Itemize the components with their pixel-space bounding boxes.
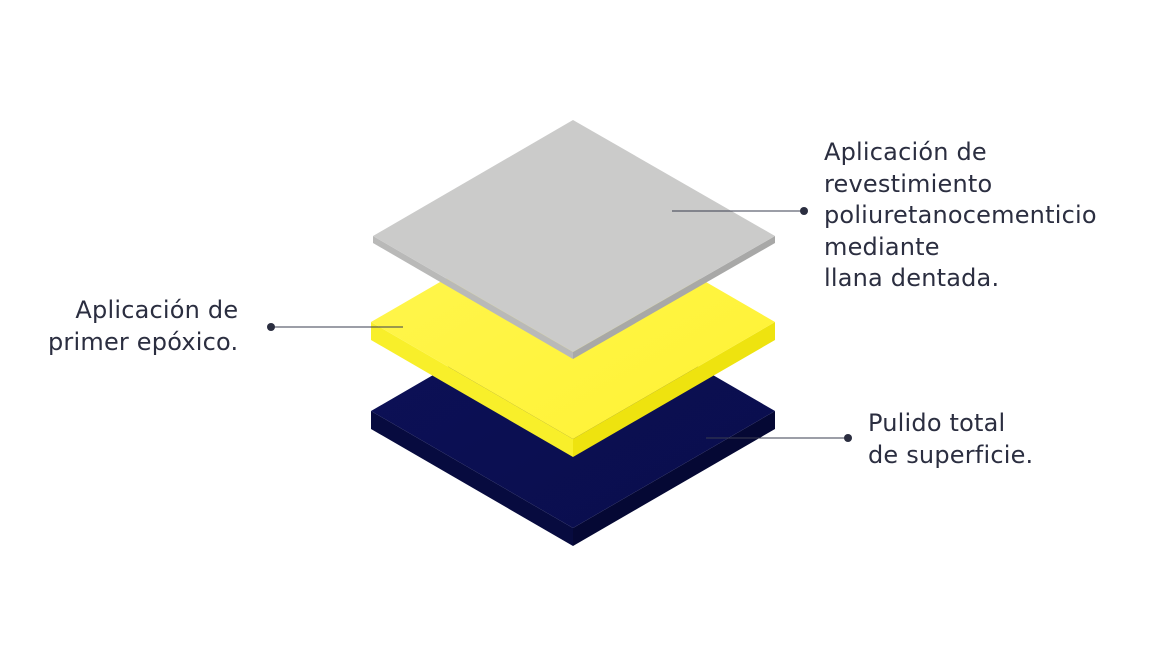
leader-top: [672, 207, 808, 215]
middle-layer-right-face: [573, 322, 775, 457]
middle-layer-left-face: [371, 322, 573, 457]
leader-middle: [267, 323, 403, 331]
top-layer-label: Aplicación de revestimiento poliuretanoc…: [824, 137, 1097, 295]
top-layer-label-line: mediante: [824, 232, 940, 261]
top-layer-label-line: llana dentada.: [824, 264, 1000, 292]
leader-bottom: [706, 434, 852, 442]
top-layer-label-line: Aplicación de: [824, 138, 987, 166]
bottom-layer-label-line: Pulido total: [868, 409, 1006, 437]
top-layer-top-face: [373, 120, 775, 352]
top-layer-slab: [373, 120, 775, 359]
middle-layer-label-line: Aplicación de: [75, 296, 239, 324]
leader-middle-dot: [267, 323, 275, 331]
middle-layer-label: Aplicación de primer epóxico.: [48, 295, 238, 358]
top-layer-label-line: poliuretanocementicio: [824, 201, 1097, 229]
top-layer-left-face: [373, 236, 573, 359]
bottom-layer-label: Pulido total de superficie.: [868, 408, 1033, 471]
bottom-layer-label-line: de superficie.: [868, 440, 1034, 469]
leader-bottom-dot: [844, 434, 852, 442]
top-layer-right-face: [573, 236, 775, 359]
bottom-layer-left-face: [371, 411, 573, 546]
bottom-layer-right-face: [573, 411, 775, 546]
leader-top-dot: [800, 207, 808, 215]
top-layer-label-line: revestimiento: [824, 169, 993, 198]
middle-layer-label-line: primer epóxico.: [48, 327, 239, 356]
